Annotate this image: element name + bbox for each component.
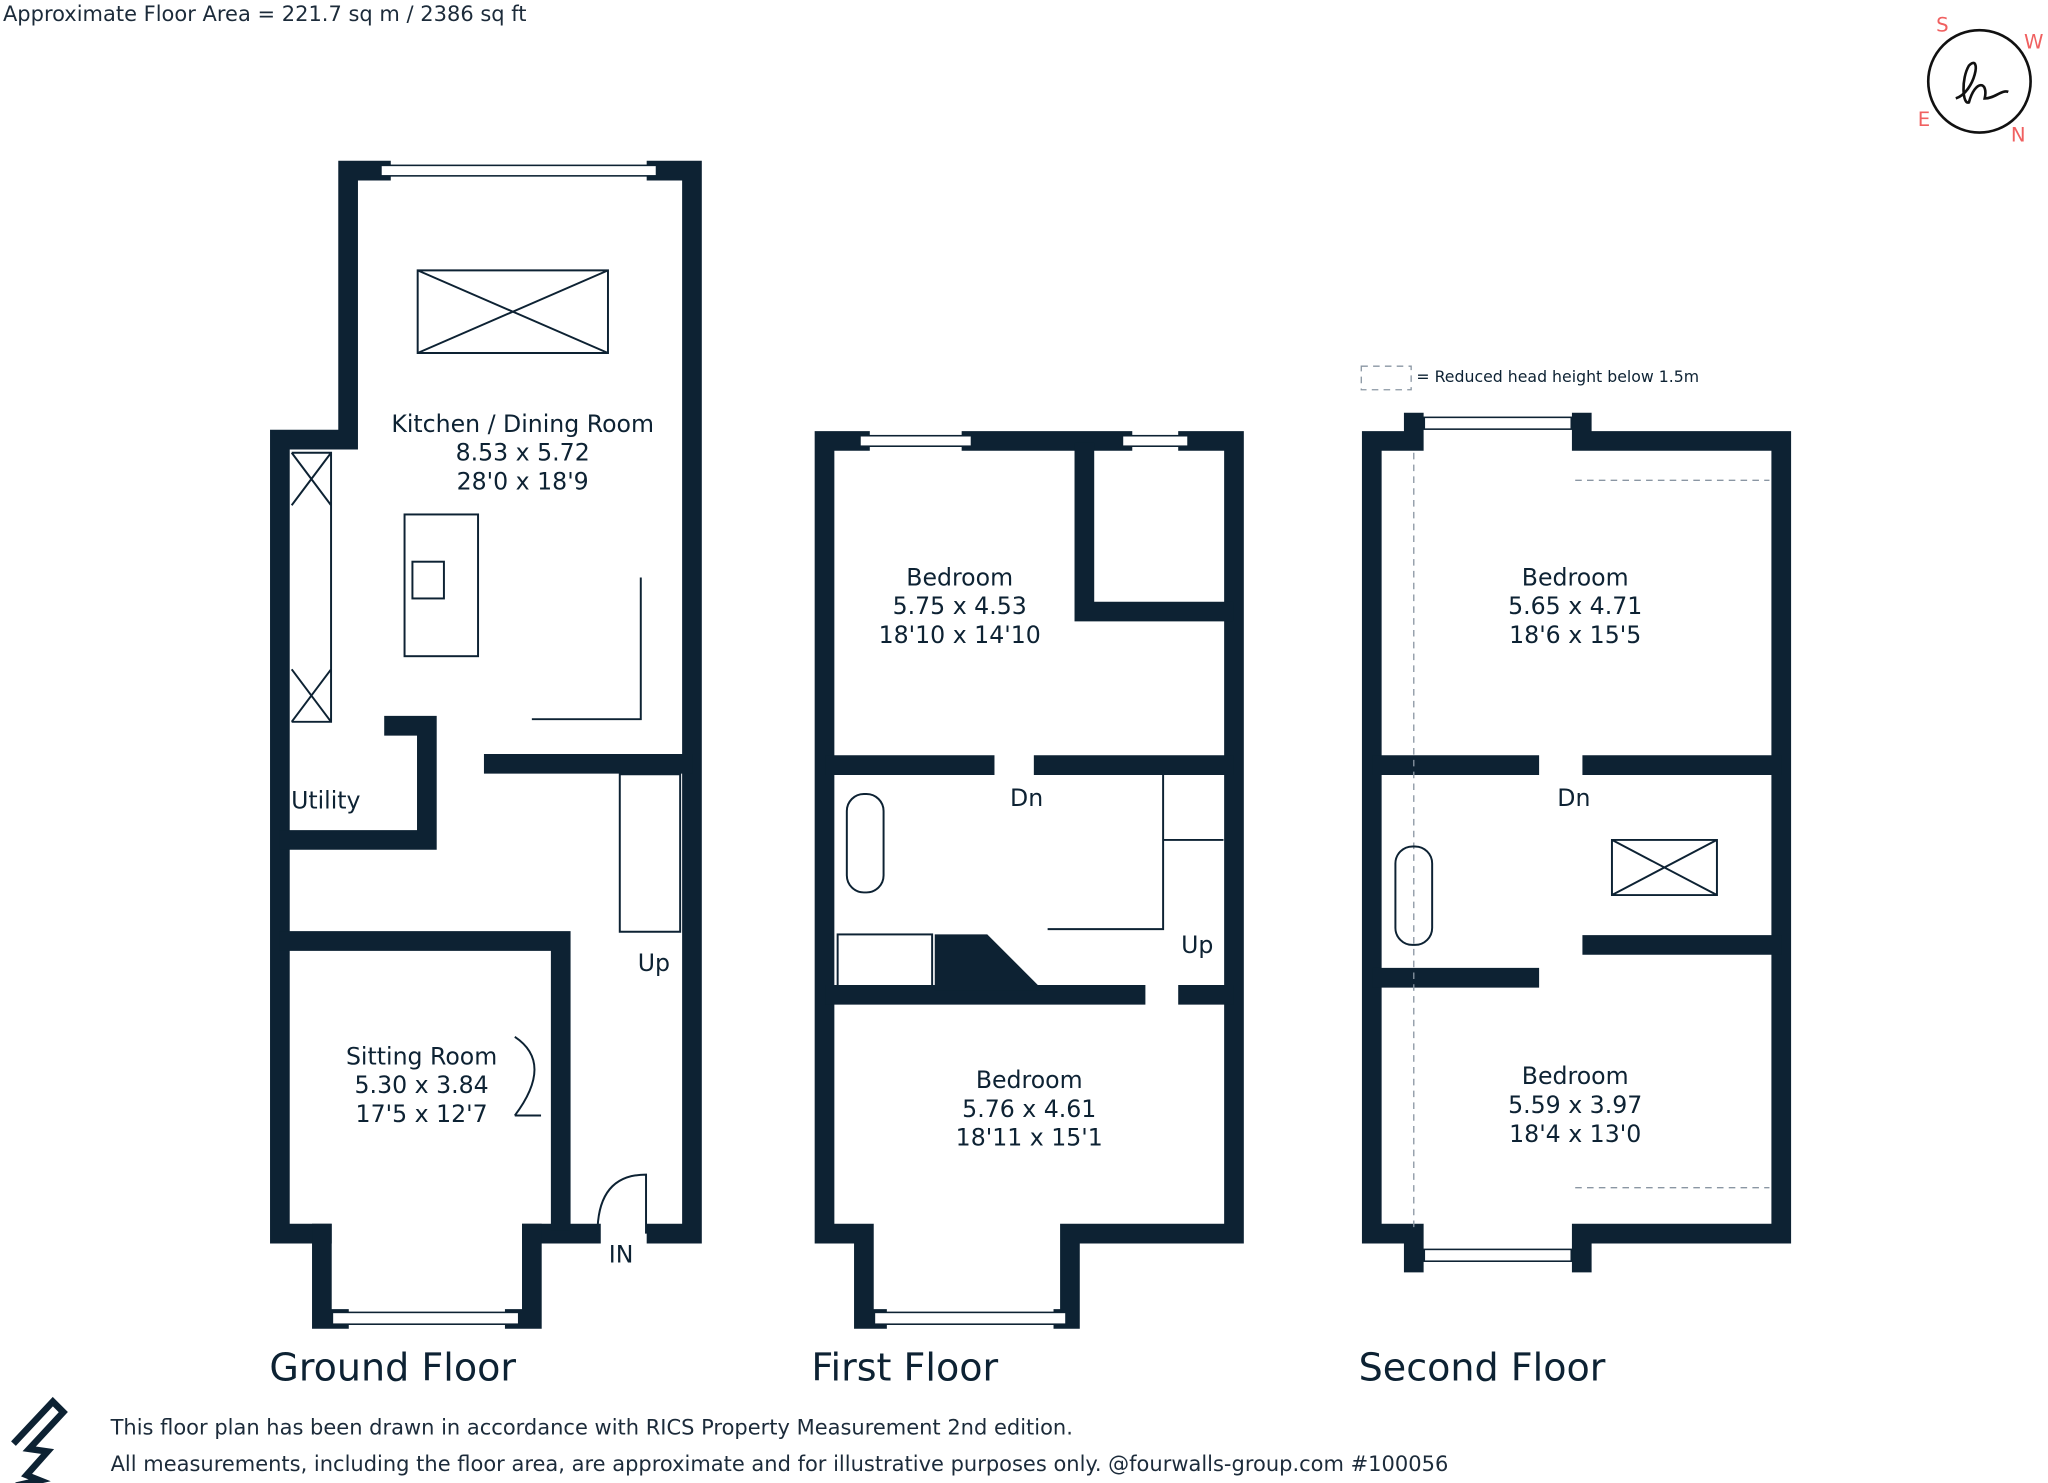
compass-east: E: [1918, 108, 1930, 131]
floor-area-text: Approximate Floor Area = 221.7 sq m / 23…: [3, 2, 527, 26]
compass-west: W: [2024, 31, 2043, 54]
sf-stairs-down-label: Dn: [1557, 784, 1590, 812]
legend-text: = Reduced head height below 1.5m: [1416, 367, 1699, 386]
compass-north: N: [2011, 124, 2026, 147]
ff-bedroom2-imperial: 18'11 x 15'1: [956, 1124, 1103, 1152]
sf-bedroom2-metric: 5.59 x 3.97: [1508, 1091, 1642, 1119]
first-floor-plan: Bedroom 5.75 x 4.53 18'10 x 14'10 Bedroo…: [814, 431, 1244, 1329]
ff-stairs-up-label: Up: [1181, 931, 1213, 959]
utility-label: Utility: [291, 786, 360, 814]
kitchen-dining-imperial: 28'0 x 18'9: [457, 468, 589, 496]
sf-bedroom1-metric: 5.65 x 4.71: [1508, 592, 1642, 620]
ff-bedroom1-imperial: 18'10 x 14'10: [879, 621, 1041, 649]
ground-floor-plan: Kitchen / Dining Room 8.53 x 5.72 28'0 x…: [270, 160, 702, 1329]
reduced-height-legend-swatch: [1360, 365, 1412, 391]
stairs-up-label: Up: [638, 949, 670, 977]
sitting-room-name: Sitting Room: [346, 1042, 497, 1070]
compass-south: S: [1936, 13, 1949, 36]
second-floor-plan: Bedroom 5.65 x 4.71 18'6 x 15'5 Bedroom …: [1361, 412, 1792, 1273]
first-floor-title: First Floor: [811, 1346, 998, 1390]
sitting-room-metric: 5.30 x 3.84: [355, 1071, 489, 1099]
compass-logo: S W E N: [1918, 13, 2044, 146]
ff-bedroom2-name: Bedroom: [976, 1066, 1083, 1094]
footer-rics-note: This floor plan has been drawn in accord…: [110, 1415, 1073, 1439]
second-floor-title: Second Floor: [1359, 1346, 1606, 1390]
sf-bedroom1-name: Bedroom: [1522, 563, 1629, 591]
ground-floor-title: Ground Floor: [269, 1346, 516, 1390]
ff-stairs-down-label: Dn: [1010, 784, 1043, 812]
sf-bedroom2-name: Bedroom: [1522, 1062, 1629, 1090]
fourwalls-logo-icon: [11, 1396, 68, 1483]
sitting-room-imperial: 17'5 x 12'7: [356, 1100, 488, 1128]
entrance-label: IN: [609, 1241, 634, 1269]
ff-bedroom1-name: Bedroom: [906, 563, 1013, 591]
footer-disclaimer: All measurements, including the floor ar…: [111, 1452, 1449, 1476]
ff-bedroom2-metric: 5.76 x 4.61: [962, 1095, 1096, 1123]
sf-bedroom2-imperial: 18'4 x 13'0: [1509, 1120, 1641, 1148]
kitchen-dining-metric: 8.53 x 5.72: [456, 439, 590, 467]
ff-bedroom1-metric: 5.75 x 4.53: [893, 592, 1027, 620]
kitchen-dining-name: Kitchen / Dining Room: [391, 410, 654, 438]
sf-bedroom1-imperial: 18'6 x 15'5: [1509, 621, 1641, 649]
